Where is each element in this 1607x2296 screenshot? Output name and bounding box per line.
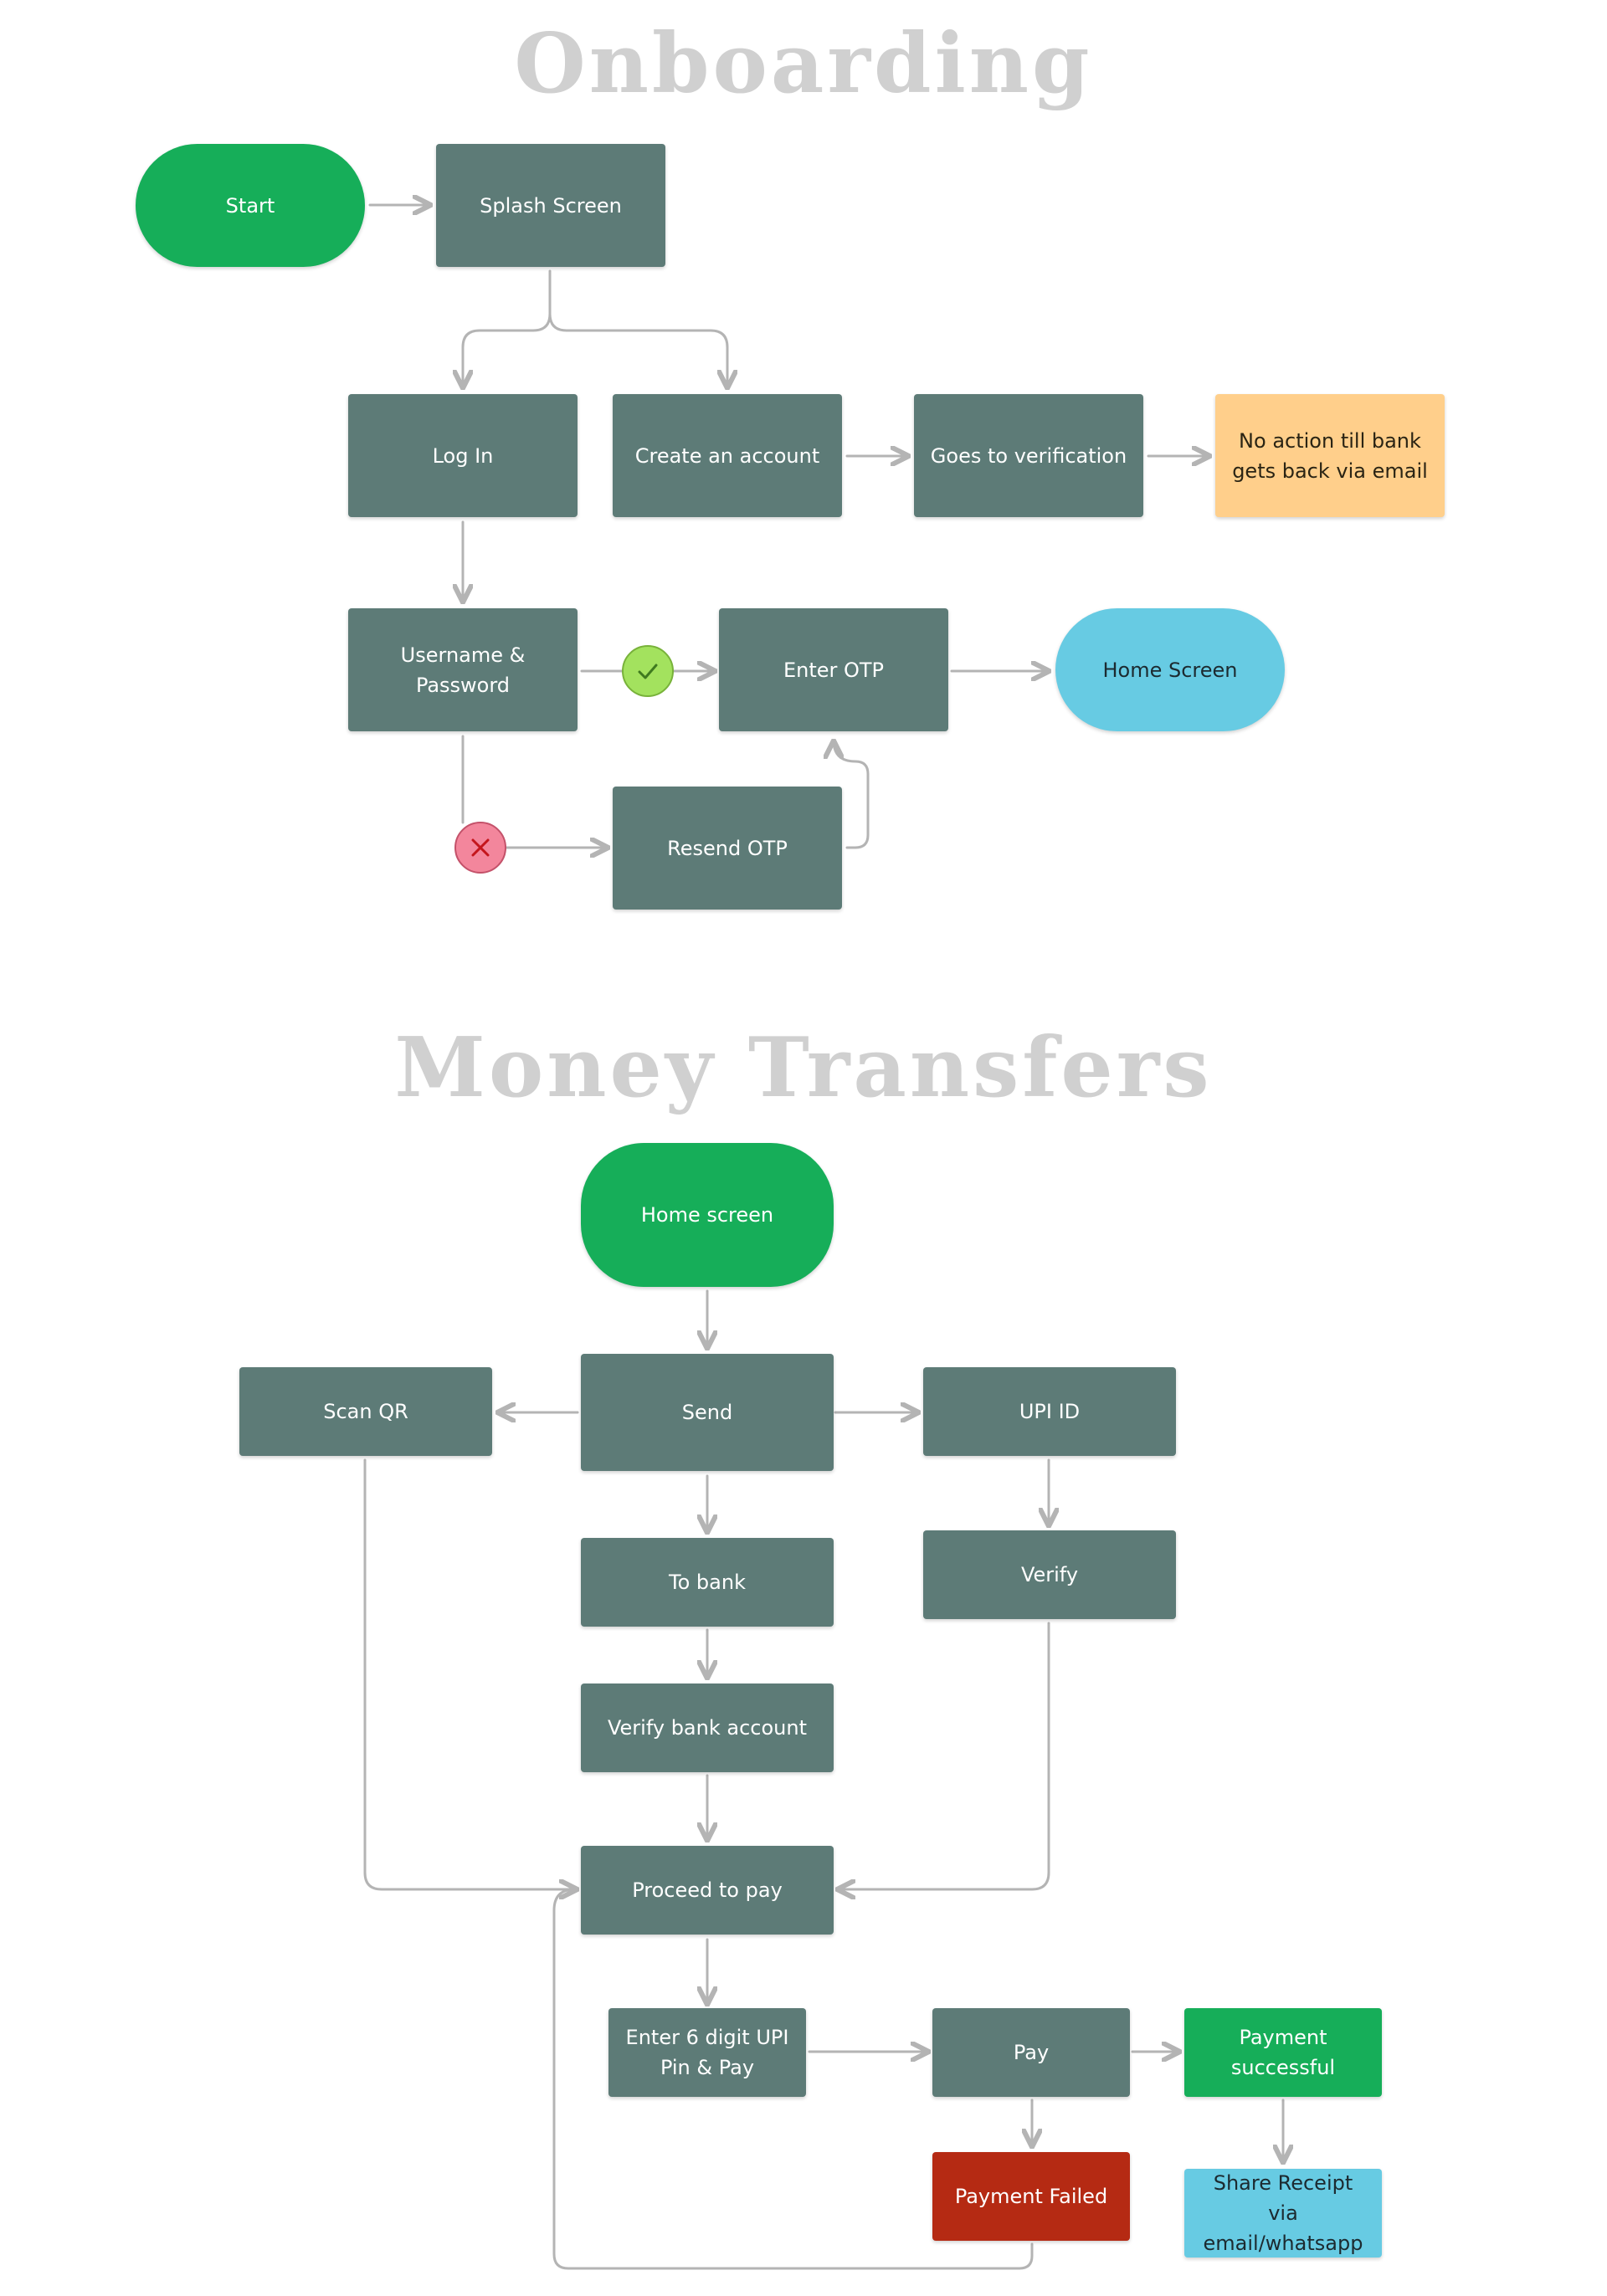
home-screen-end-label: Home Screen — [1102, 658, 1238, 682]
share-receipt-label: Share Receipt via email/whatsapp — [1203, 2171, 1363, 2255]
pay-label: Pay — [1013, 2041, 1050, 2064]
connector-scanqr-to-proceed — [363, 1458, 578, 1889]
start-node[interactable]: Start — [136, 144, 365, 267]
log-in-label: Log In — [432, 443, 494, 468]
username-password-node[interactable]: Username & Password — [348, 608, 578, 731]
connector-failed-to-proceed — [552, 1888, 1034, 2270]
verify-label: Verify — [1020, 1563, 1079, 1586]
verify-bank-account-node[interactable]: Verify bank account — [581, 1684, 834, 1772]
proceed-to-pay-node[interactable]: Proceed to pay — [581, 1846, 834, 1935]
splash-screen-node[interactable]: Splash Screen — [436, 144, 665, 267]
scan-qr-node[interactable]: Scan QR — [239, 1367, 492, 1456]
username-password-label: Username & Password — [400, 643, 526, 697]
upi-id-label: UPI ID — [1019, 1400, 1081, 1423]
proceed-to-pay-label: Proceed to pay — [632, 1878, 783, 1902]
resend-otp-node[interactable]: Resend OTP — [613, 787, 842, 910]
goes-to-verification-label: Goes to verification — [930, 443, 1127, 468]
start-label: Start — [225, 193, 275, 218]
create-account-node[interactable]: Create an account — [613, 394, 842, 517]
onboarding-title: Onboarding — [514, 16, 1093, 112]
home-screen-end-node[interactable]: Home Screen — [1055, 608, 1285, 731]
enter-upi-pin-label: Enter 6 digit UPI Pin & Pay — [625, 2026, 789, 2079]
payment-successful-node[interactable]: Payment successful — [1184, 2008, 1382, 2097]
resend-otp-label: Resend OTP — [667, 836, 788, 860]
create-account-label: Create an account — [634, 443, 820, 468]
scan-qr-label: Scan QR — [323, 1400, 408, 1423]
home-screen-start-label: Home screen — [640, 1203, 774, 1227]
connector-splash-to-create — [548, 312, 727, 388]
payment-successful-label: Payment successful — [1230, 2026, 1336, 2079]
to-bank-label: To bank — [669, 1571, 746, 1594]
send-node[interactable]: Send — [581, 1354, 834, 1471]
cross-icon — [454, 822, 506, 874]
payment-failed-label: Payment Failed — [954, 2185, 1108, 2208]
connector-splash-to-login — [463, 269, 552, 388]
pay-node[interactable]: Pay — [932, 2008, 1130, 2097]
cross-glyph — [471, 838, 490, 857]
connector-verify-to-proceed — [837, 1622, 1050, 1889]
splash-screen-label: Splash Screen — [480, 193, 622, 218]
goes-to-verification-node[interactable]: Goes to verification — [914, 394, 1143, 517]
verify-bank-account-label: Verify bank account — [607, 1716, 807, 1740]
verify-node[interactable]: Verify — [923, 1530, 1176, 1619]
to-bank-node[interactable]: To bank — [581, 1538, 834, 1627]
send-label: Send — [681, 1401, 733, 1424]
enter-otp-node[interactable]: Enter OTP — [719, 608, 948, 731]
no-action-note[interactable]: No action till bank gets back via email — [1215, 394, 1445, 517]
money-transfers-title: Money Transfers — [394, 1020, 1213, 1116]
connector-resend-to-otp — [834, 741, 870, 849]
log-in-node[interactable]: Log In — [348, 394, 578, 517]
checkmark-icon — [622, 645, 674, 697]
share-receipt-node[interactable]: Share Receipt via email/whatsapp — [1184, 2169, 1382, 2258]
upi-id-node[interactable]: UPI ID — [923, 1367, 1176, 1456]
enter-upi-pin-node[interactable]: Enter 6 digit UPI Pin & Pay — [608, 2008, 806, 2097]
enter-otp-label: Enter OTP — [783, 658, 885, 682]
connector-username-to-resend — [461, 735, 608, 848]
home-screen-start-node[interactable]: Home screen — [581, 1143, 834, 1287]
payment-failed-node[interactable]: Payment Failed — [932, 2152, 1130, 2241]
checkmark-glyph — [638, 664, 658, 679]
no-action-note-label: No action till bank gets back via email — [1232, 428, 1428, 483]
